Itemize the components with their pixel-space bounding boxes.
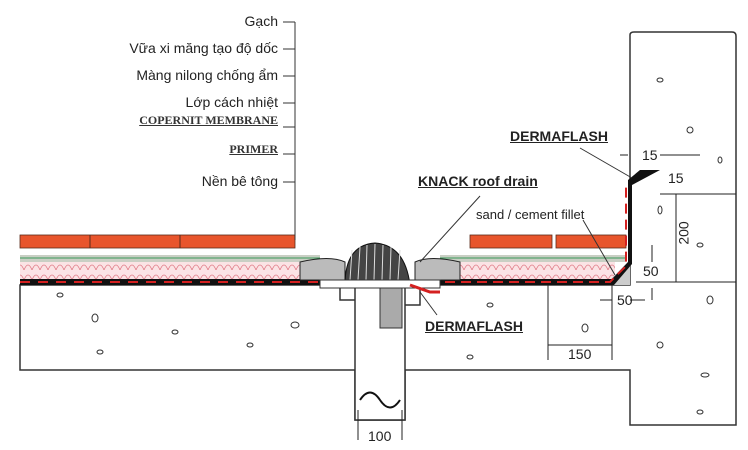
dim-50-horizontal: 50 — [617, 292, 633, 308]
roof-layers-left — [19, 234, 320, 285]
concrete-speckles — [56, 77, 723, 415]
label-copernit-membrane: COPERNIT MEMBRANE — [139, 113, 278, 127]
dim-50-vertical: 50 — [643, 263, 659, 279]
dim-15-horizontal: 15 — [642, 147, 658, 163]
dermaflash-upstand — [440, 170, 660, 285]
callout-dermaflash-bottom: DERMAFLASH — [425, 318, 523, 334]
roof-layers-right — [440, 170, 660, 285]
label-gach: Gạch — [244, 13, 278, 29]
label-primer: PRIMER — [229, 142, 278, 156]
label-vapor-barrier: Màng nilong chống ẩm — [136, 67, 278, 83]
callout-dermaflash-top: DERMAFLASH — [510, 128, 608, 144]
callout-knack-drain: KNACK roof drain — [418, 173, 538, 189]
dimension-lines — [357, 154, 736, 440]
concrete-slab — [19, 31, 737, 426]
label-concrete-base: Nền bê tông — [201, 173, 278, 189]
dim-200: 200 — [675, 221, 692, 245]
callout-fillet: sand / cement fillet — [476, 207, 585, 222]
layer-leader-lines — [283, 21, 633, 316]
dim-150: 150 — [568, 346, 592, 362]
dim-15-vertical: 15 — [668, 170, 684, 186]
label-screed: Vữa xi măng tạo độ dốc — [129, 40, 278, 56]
dim-100: 100 — [368, 428, 392, 444]
label-insulation: Lớp cách nhiệt — [185, 94, 278, 110]
knack-roof-drain — [299, 242, 461, 329]
